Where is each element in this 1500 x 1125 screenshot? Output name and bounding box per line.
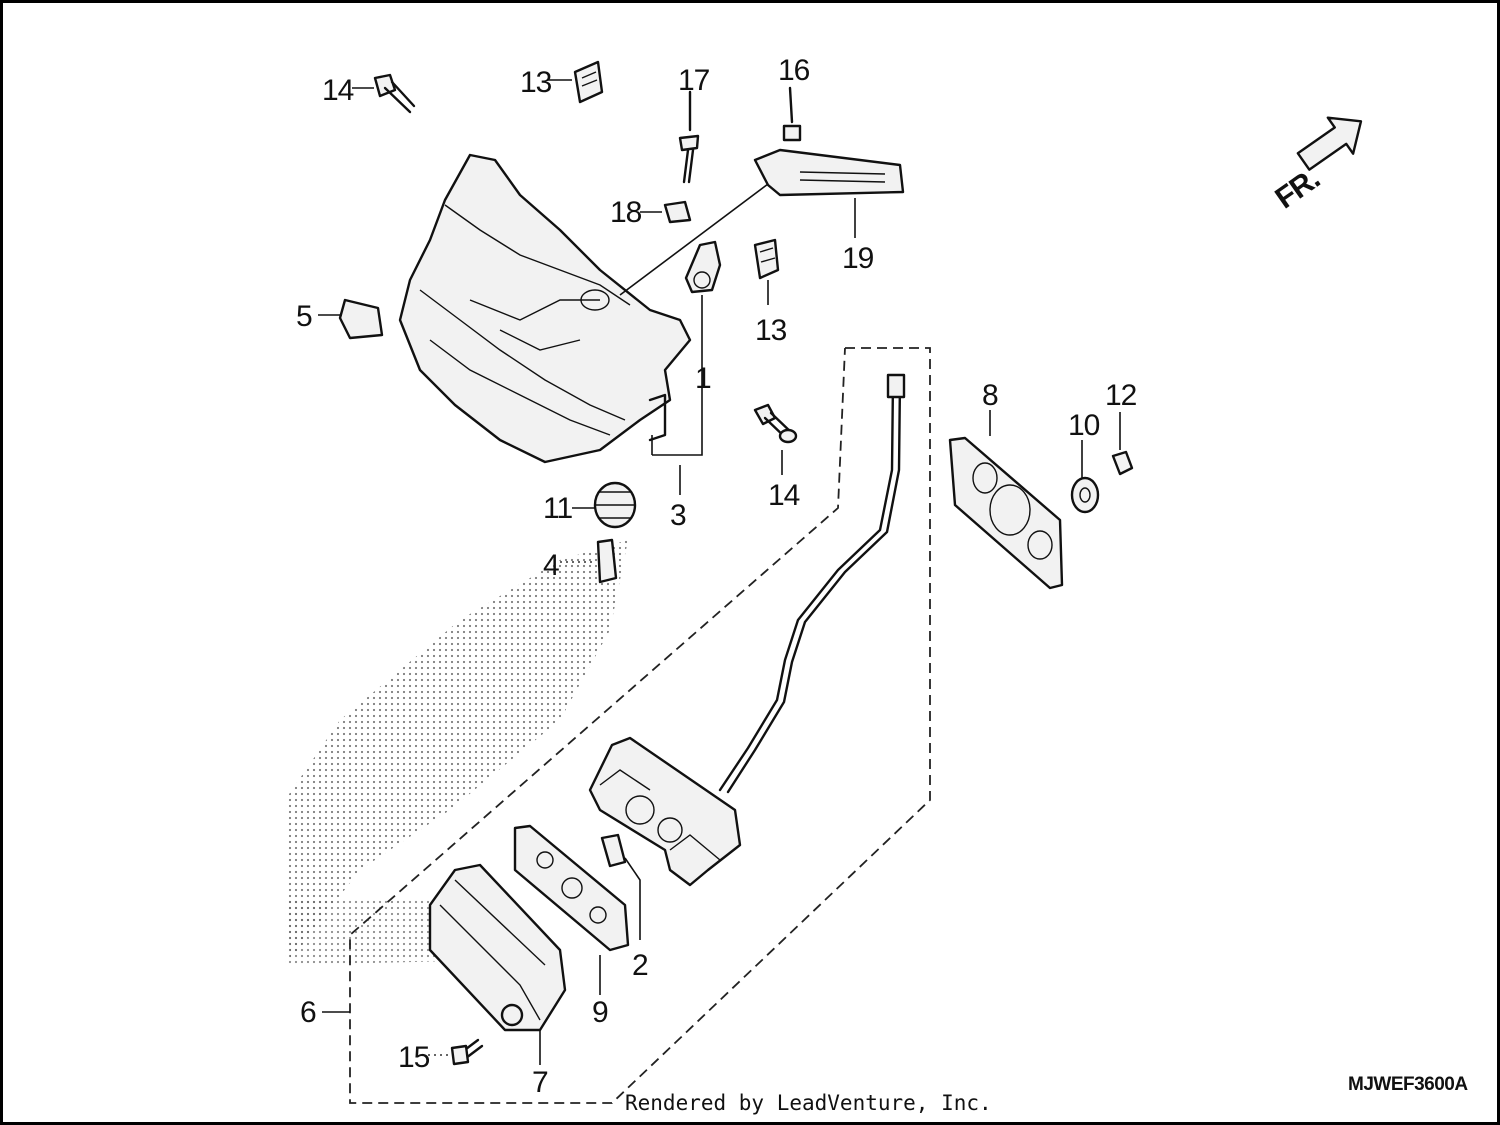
callout-18: 18 bbox=[610, 196, 642, 229]
callout-13-middle: 13 bbox=[755, 314, 787, 347]
bracket-part-19 bbox=[753, 148, 905, 238]
bolt-part-14-upper bbox=[352, 73, 416, 114]
diagram-code: MJWEF3600A bbox=[1348, 1074, 1468, 1095]
callout-4: 4 bbox=[543, 549, 559, 582]
callout-numbers: 14 13 17 16 18 19 5 13 1 8 12 10 14 11 3… bbox=[296, 54, 1138, 1099]
callout-1: 1 bbox=[695, 362, 711, 395]
bulb-part-2 bbox=[600, 833, 641, 940]
grommet-part-18 bbox=[640, 200, 692, 224]
front-arrow-icon bbox=[1296, 116, 1363, 171]
grommet-part-11 bbox=[572, 481, 637, 529]
callout-2: 2 bbox=[632, 949, 648, 982]
callout-12: 12 bbox=[1105, 379, 1137, 412]
front-direction-label: FR. bbox=[1269, 162, 1325, 215]
callout-13-upper: 13 bbox=[520, 66, 552, 99]
taillight-base-part bbox=[588, 736, 742, 887]
lens-part-7 bbox=[428, 863, 567, 1065]
pad-part-5 bbox=[318, 298, 384, 340]
headlight-assembly-part bbox=[398, 153, 781, 464]
wire-harness bbox=[718, 373, 906, 794]
callout-8: 8 bbox=[982, 379, 998, 412]
bolt-part-14-middle bbox=[753, 403, 798, 444]
nut-part-4 bbox=[560, 538, 618, 584]
gasket-part-9 bbox=[513, 824, 630, 995]
callout-10: 10 bbox=[1068, 409, 1100, 442]
gasket-part-8 bbox=[948, 410, 1064, 590]
assembly-boundary-6 bbox=[349, 347, 931, 1104]
clip-part-13-upper bbox=[548, 60, 604, 104]
callout-14-upper: 14 bbox=[322, 74, 354, 107]
screw-part-15 bbox=[428, 1038, 484, 1066]
callout-16: 16 bbox=[778, 54, 810, 87]
washer-part-10 bbox=[1070, 440, 1100, 514]
screw-part-17 bbox=[678, 90, 700, 184]
callout-6: 6 bbox=[300, 996, 316, 1029]
screw-part-16 bbox=[782, 86, 802, 142]
callout-15: 15 bbox=[398, 1041, 430, 1074]
clip-part-13-middle bbox=[753, 238, 780, 305]
socket-part-1 bbox=[652, 240, 722, 456]
callout-11: 11 bbox=[543, 492, 572, 525]
front-direction-indicator: FR. bbox=[1269, 116, 1363, 215]
callout-19: 19 bbox=[842, 242, 874, 275]
render-credit: Rendered by LeadVenture, Inc. bbox=[625, 1091, 992, 1115]
callout-14-middle: 14 bbox=[768, 479, 800, 512]
callout-5: 5 bbox=[296, 300, 312, 333]
nut-part-12 bbox=[1111, 412, 1134, 476]
callout-7: 7 bbox=[532, 1066, 548, 1099]
callout-9: 9 bbox=[592, 996, 608, 1029]
leader-lines-misc bbox=[322, 435, 783, 1013]
callout-3: 3 bbox=[670, 499, 686, 532]
callout-17: 17 bbox=[678, 64, 710, 97]
